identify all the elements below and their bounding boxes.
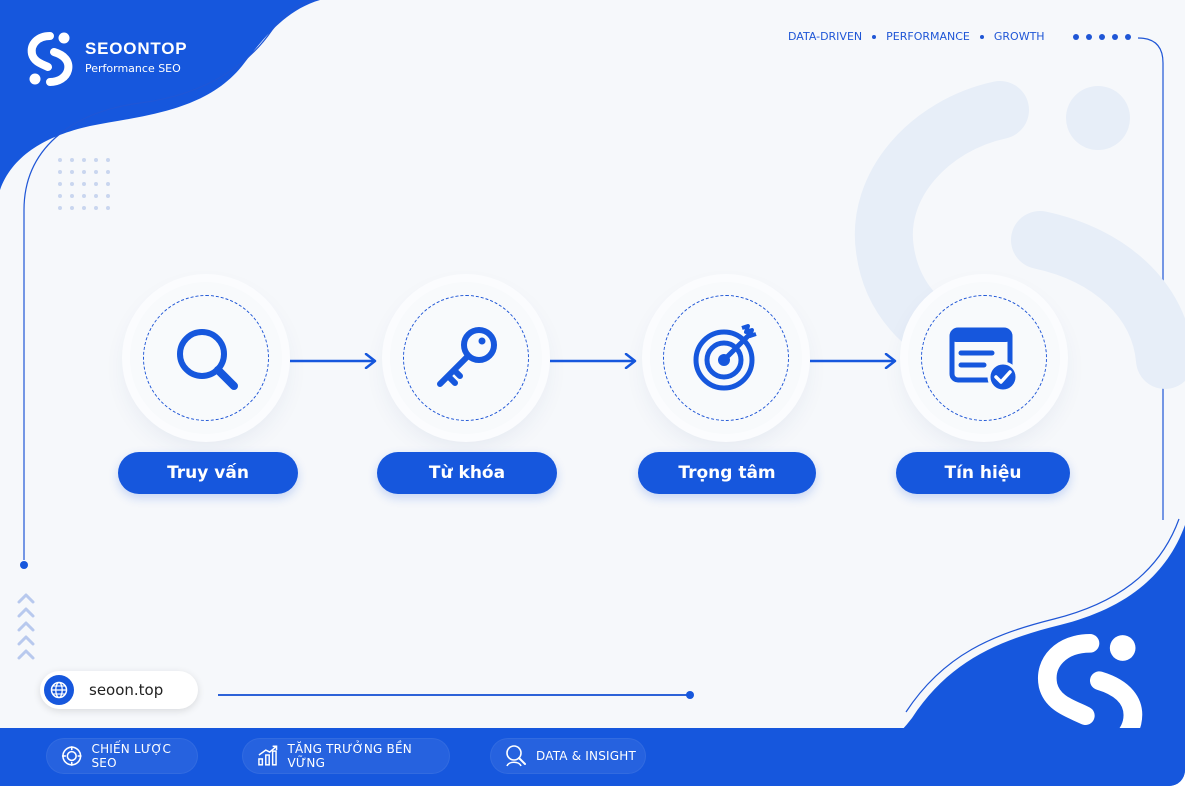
dashed-ring bbox=[663, 295, 789, 421]
tagline-data-driven: DATA-DRIVEN bbox=[788, 30, 863, 43]
strategy-icon bbox=[61, 746, 82, 766]
insight-icon bbox=[506, 745, 526, 767]
feature-label: CHIẾN LƯỢC SEO bbox=[91, 742, 172, 770]
bottom-bar bbox=[0, 728, 1185, 786]
tagline-group: DATA-DRIVEN PERFORMANCE GROWTH bbox=[788, 30, 1045, 43]
step-label-signal: Tín hiệu bbox=[896, 452, 1070, 494]
tagline-separator bbox=[872, 34, 877, 39]
step-circle-focus bbox=[650, 282, 802, 434]
tagline-performance: PERFORMANCE bbox=[886, 30, 970, 43]
feature-seo-strategy: CHIẾN LƯỢC SEO bbox=[46, 738, 198, 774]
dashed-ring bbox=[403, 295, 529, 421]
arrow-right-icon bbox=[550, 353, 637, 369]
arrow-right-icon bbox=[290, 353, 377, 369]
website-link[interactable]: seoon.top bbox=[40, 671, 198, 709]
decorative-dot bbox=[20, 561, 28, 569]
arrow-right-icon bbox=[810, 353, 897, 369]
slide-card: SEOONTOP Performance SEO DATA-DRIVEN PER… bbox=[0, 0, 1185, 786]
dashed-ring bbox=[143, 295, 269, 421]
divider-line bbox=[218, 694, 688, 696]
step-label-query: Truy vấn bbox=[118, 452, 298, 494]
dots-decoration bbox=[1073, 34, 1131, 40]
feature-data-insight: DATA & INSIGHT bbox=[490, 738, 646, 774]
chevron-up-icon bbox=[17, 593, 35, 660]
feature-sustainable-growth: TĂNG TRƯỞNG BỀN VỮNG bbox=[242, 738, 450, 774]
decorative-dot bbox=[686, 691, 694, 699]
brand-name: SEOONTOP bbox=[85, 39, 188, 58]
step-circle-query bbox=[130, 282, 282, 434]
feature-label: TĂNG TRƯỞNG BỀN VỮNG bbox=[287, 742, 412, 770]
step-label-keyword: Từ khóa bbox=[377, 452, 557, 494]
search-icon bbox=[177, 329, 238, 390]
feature-label: DATA & INSIGHT bbox=[536, 749, 637, 763]
website-url: seoon.top bbox=[89, 681, 164, 699]
step-circle-keyword bbox=[390, 282, 542, 434]
browser-check-icon bbox=[949, 327, 1019, 393]
tagline-growth: GROWTH bbox=[993, 30, 1045, 43]
growth-chart-icon bbox=[258, 745, 278, 766]
target-icon bbox=[693, 324, 757, 391]
key-icon bbox=[437, 327, 497, 387]
brand-logo-icon bbox=[27, 32, 73, 86]
brand-subtitle: Performance SEO bbox=[85, 62, 181, 75]
dashed-ring bbox=[921, 295, 1047, 421]
step-circle-signal bbox=[908, 282, 1060, 434]
tagline-separator bbox=[979, 34, 984, 39]
step-label-focus: Trọng tâm bbox=[638, 452, 816, 494]
globe-icon bbox=[44, 675, 74, 705]
